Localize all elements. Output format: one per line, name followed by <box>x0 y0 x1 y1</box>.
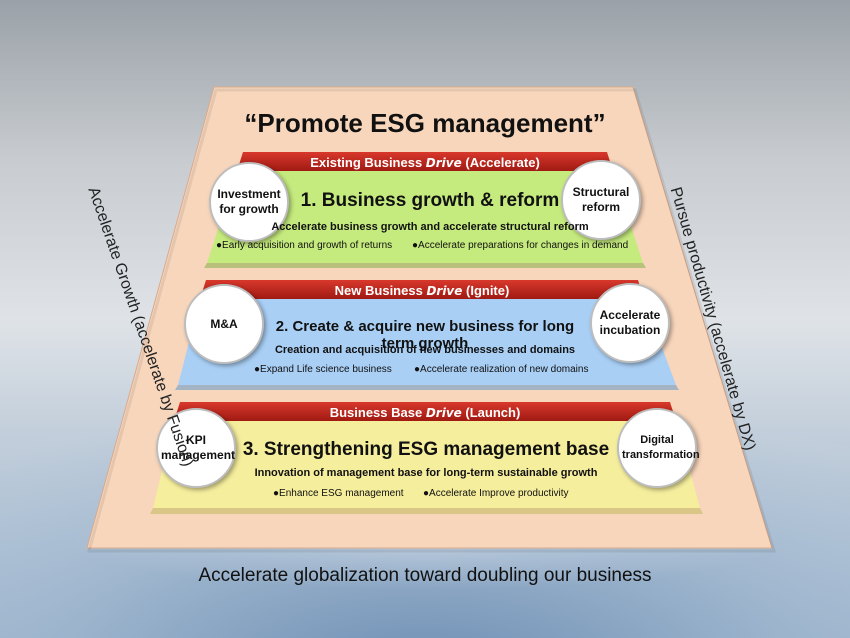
tier2-bullet-2: ●Accelerate realization of new domains <box>414 364 589 375</box>
circle-label: Digital transformation <box>622 434 700 461</box>
tier2-heading: 2. Create & acquire new business for lon… <box>275 318 575 352</box>
tier1-header-bar <box>237 152 613 171</box>
tier1-bullet-1: ●Early acquisition and growth of returns <box>216 240 393 251</box>
circle-label: Accelerate incubation <box>599 308 661 337</box>
circle-label: KPI management <box>161 433 236 462</box>
tier3-heading: 3. Strengthening ESG management base <box>242 439 610 460</box>
tier3-header-bar <box>174 402 676 421</box>
tier2-subheading: Creation and acquisition of new business… <box>274 344 576 356</box>
tier1-header-drive: Drive <box>425 156 462 170</box>
circle-label: Structural reform <box>572 185 630 214</box>
tier3-subheading: Innovation of management base for long-t… <box>254 467 598 479</box>
tier2-header-bar <box>200 280 644 299</box>
tier1-heading: 1. Business growth & reform <box>300 190 560 211</box>
circle-investment-for-growth: Investment for growth <box>209 162 289 242</box>
circle-label: M&A <box>210 316 238 331</box>
diagram-title: “Promote ESG management” <box>244 108 606 138</box>
tier2-header-drive: Drive <box>426 284 463 298</box>
tier2-body <box>178 299 676 385</box>
tier2-header-suffix: (Ignite) <box>462 283 510 298</box>
circle-m-and-a: M&A <box>184 284 264 364</box>
tier2-bullet-1: ●Expand Life science business <box>254 364 392 375</box>
tier3-header-drive: Drive <box>425 406 462 420</box>
tier3-bullet-2: ●Accelerate Improve productivity <box>423 488 569 499</box>
tier3-header-prefix: Business Base <box>329 405 426 420</box>
tier1-header-suffix: (Accelerate) <box>461 155 540 170</box>
circle-structural-reform: Structural reform <box>561 160 641 240</box>
tier2-header-prefix: New Business <box>334 283 427 298</box>
tier1-header: Existing Business Drive (Accelerate) <box>243 155 607 170</box>
tier1-header-prefix: Existing Business <box>310 155 426 170</box>
tier1-subheading: Accelerate business growth and accelerat… <box>271 221 589 233</box>
circle-accelerate-incubation: Accelerate incubation <box>590 283 670 363</box>
circle-label: Investment for growth <box>217 187 281 216</box>
tier3-body <box>153 421 700 508</box>
tier1-body <box>207 171 643 263</box>
tier3-header: Business Base Drive (Launch) <box>180 405 670 420</box>
tier2-header: New Business Drive (Ignite) <box>206 283 638 298</box>
bottom-caption: Accelerate globalization toward doubling… <box>198 565 652 586</box>
tier1-bullet-2: ●Accelerate preparations for changes in … <box>412 240 629 251</box>
tier3-bullet-1: ●Enhance ESG management <box>273 488 404 499</box>
circle-digital-transformation: Digital transformation <box>617 408 700 488</box>
tier3-header-suffix: (Launch) <box>461 405 521 420</box>
circle-kpi-management: KPI management <box>156 408 236 488</box>
